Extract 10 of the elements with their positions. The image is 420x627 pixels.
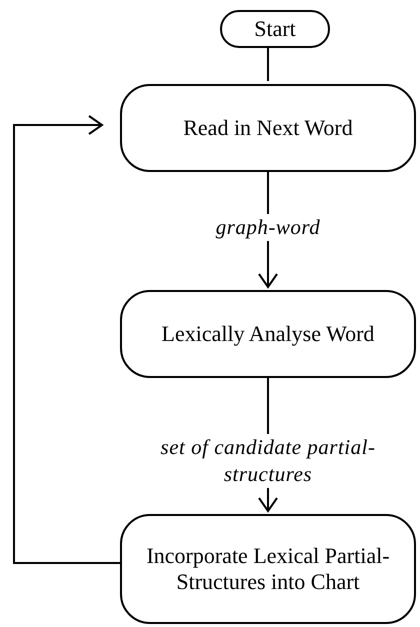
node-text: Lexically Analyse Word <box>160 321 376 347</box>
arrow <box>13 115 120 564</box>
process-box <box>120 514 416 624</box>
node-text: Read in Next Word <box>182 115 354 141</box>
process-box <box>120 290 416 378</box>
connector-line <box>267 48 269 81</box>
node-text: Start <box>253 16 297 42</box>
process-box <box>120 84 416 172</box>
node-text: Incorporate Lexical Partial-Structures into Chart <box>145 543 391 595</box>
terminal-box <box>220 10 330 48</box>
